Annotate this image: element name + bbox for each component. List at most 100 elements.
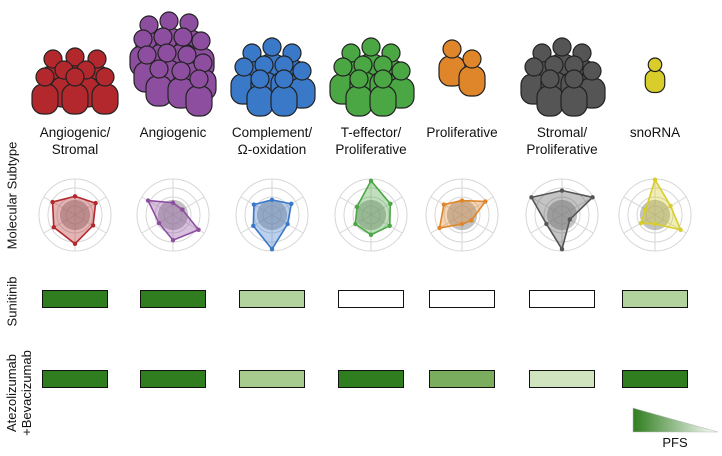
atezolizumab-pfs-bar [429, 370, 495, 388]
radar-point [353, 221, 358, 227]
radar-point [469, 218, 474, 223]
atezolizumab-pfs-bar [239, 370, 305, 388]
radar-point [559, 188, 565, 193]
sunitinib-pfs-bar [239, 290, 305, 308]
person-icon [458, 49, 486, 97]
people-icon [230, 37, 316, 117]
person-icon [185, 69, 213, 117]
radar-point [643, 207, 648, 212]
radar-point [72, 194, 78, 199]
radar-point [668, 203, 673, 209]
pfs-legend-wedge [632, 407, 719, 433]
radar-point [90, 223, 96, 228]
radar-point [50, 199, 55, 205]
pfs-legend-label: PFS [662, 435, 688, 450]
radar-point [559, 247, 565, 252]
radar-chart [136, 178, 210, 252]
radar-point [285, 221, 290, 227]
subtype-label: Angiogenic/ Stromal [39, 125, 111, 157]
subtype-label: Complement/ Ω-oxidation [231, 125, 313, 157]
person-icon [246, 69, 274, 117]
sunitinib-pfs-bar [338, 290, 404, 308]
person-icon [270, 69, 298, 117]
person-icon [145, 59, 173, 107]
radar-point [251, 223, 256, 228]
radar-point [459, 221, 465, 227]
radar-point [145, 198, 151, 203]
radar-point [678, 227, 683, 232]
radar-baseline [59, 199, 91, 231]
radar-point [441, 202, 447, 207]
radar-point [269, 197, 275, 203]
subtype-label: Stromal/ Proliferative [526, 125, 598, 157]
radar-point [483, 199, 488, 204]
person-icon [91, 67, 119, 115]
person-icon [644, 57, 666, 94]
subtype-label: Proliferative [426, 125, 498, 140]
radar-point [196, 227, 201, 232]
radar-point [437, 225, 442, 231]
atezolizumab-pfs-bar [140, 370, 206, 388]
radar-shape [354, 179, 392, 236]
atezolizumab-pfs-bar [529, 370, 595, 388]
people-icon [31, 47, 119, 115]
radar-chart [235, 178, 309, 252]
person-icon [345, 69, 373, 117]
radar-shape [530, 189, 595, 252]
radar-point [289, 201, 294, 207]
radar-point [368, 232, 374, 237]
radar-point [170, 238, 176, 243]
radar-chart [525, 178, 599, 252]
radar-point [180, 207, 185, 212]
radar-point [638, 220, 644, 226]
radar-chart [334, 178, 408, 252]
subtype-label: T-effector/ Proliferative [335, 125, 407, 157]
radar-point [170, 200, 176, 205]
radar-baseline [256, 199, 288, 231]
subtype-label: snoRNA [629, 125, 681, 140]
person-icon [61, 67, 89, 115]
radar-chart [618, 177, 692, 252]
sunitinib-pfs-bar [529, 290, 595, 308]
sunitinib-pfs-bar [429, 290, 495, 308]
radar-chart [38, 178, 112, 252]
radar-point [72, 241, 78, 246]
sunitinib-pfs-bar [140, 290, 206, 308]
radar-baseline [639, 199, 671, 231]
radar-point [567, 217, 572, 222]
radar-point [652, 221, 658, 227]
radar-point [544, 221, 549, 227]
person-icon [560, 69, 588, 117]
sunitinib-pfs-bar [42, 290, 108, 308]
radar-chart [425, 178, 499, 252]
sunitinib-pfs-bar [622, 290, 688, 308]
people-icon [129, 11, 217, 117]
radar-point [387, 223, 392, 228]
atezolizumab-pfs-bar [338, 370, 404, 388]
radar-point [652, 177, 658, 182]
radar-point [156, 220, 162, 226]
people-icon [520, 37, 606, 117]
radar-point [51, 225, 56, 230]
radar-point [354, 204, 360, 210]
people-icon [644, 57, 666, 94]
radar-point [529, 195, 534, 200]
radar-point [269, 247, 275, 252]
radar-baseline [355, 199, 387, 231]
radar-point [590, 195, 595, 200]
person-icon [536, 69, 564, 117]
radar-shape [639, 177, 682, 231]
radar-baseline [446, 199, 478, 231]
atezolizumab-pfs-bar [42, 370, 108, 388]
radar-point [251, 202, 257, 207]
person-icon [31, 67, 59, 115]
radar-point [93, 200, 98, 206]
atezolizumab-pfs-bar [622, 370, 688, 388]
people-icon [438, 39, 486, 97]
radar-point [368, 178, 374, 183]
people-icon [329, 37, 415, 117]
radar-point [388, 201, 393, 207]
radar-point [459, 198, 465, 203]
